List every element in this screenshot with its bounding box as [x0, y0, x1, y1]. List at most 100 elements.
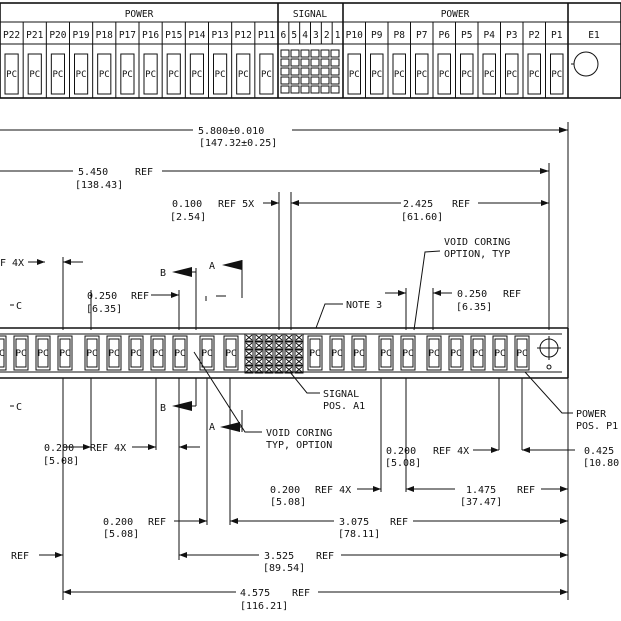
table-contact-p16: PC	[143, 53, 158, 95]
pin-label-p1: P1	[551, 30, 563, 41]
power-header-left: POWER	[125, 9, 154, 20]
table-contact-p4: PC	[482, 53, 496, 95]
svg-text:PC: PC	[60, 349, 71, 359]
signal-contact	[254, 341, 264, 350]
connector-contact: PC	[426, 335, 442, 371]
dim-1475-metric: [37.47]	[460, 497, 502, 508]
pin-label-p12: P12	[235, 30, 252, 41]
dim-5450-metric: [138.43]	[75, 180, 123, 191]
dim-0200-4x-mid-suffix: REF 4X	[315, 485, 351, 496]
dim-2425-suffix: REF	[452, 199, 470, 210]
svg-text:PC: PC	[238, 70, 249, 80]
power-pos-line2: POS. P1	[576, 421, 618, 432]
dimension-labels: 5.800±0.010 [147.32±0.25] 5.450 REF [138…	[0, 126, 619, 612]
dim-0200-4x-mid-metric: [5.08]	[270, 497, 306, 508]
signal-contact	[274, 357, 284, 366]
signal-contact	[284, 365, 294, 374]
svg-text:PC: PC	[439, 70, 450, 80]
dim-0200-4x-left-suffix: REF 4X	[90, 443, 126, 454]
dim-0100-value: 0.100	[172, 199, 202, 210]
table-contact-p15: PC	[166, 53, 181, 95]
pin-label-p8: P8	[394, 30, 406, 41]
pin-label-p19: P19	[72, 30, 89, 41]
dim-3075-value: 3.075	[339, 517, 369, 528]
svg-text:PC: PC	[145, 70, 156, 80]
connector-contact: PC	[492, 335, 508, 371]
connector-contact: PC	[106, 335, 122, 371]
svg-text:PC: PC	[153, 349, 164, 359]
svg-text:PC: PC	[191, 70, 202, 80]
signal-contact	[254, 365, 264, 374]
section-b-bottom: B	[160, 403, 166, 414]
svg-text:PC: PC	[394, 70, 405, 80]
dim-5450-suffix: REF	[135, 167, 153, 178]
svg-text:PC: PC	[52, 70, 63, 80]
dim-0425-metric: [10.80	[583, 458, 619, 469]
pin-label-p10: P10	[346, 30, 363, 41]
table-contact-p1: PC	[550, 53, 564, 95]
svg-text:PC: PC	[29, 70, 40, 80]
signal-contact	[244, 365, 254, 374]
table-contact-p3: PC	[505, 53, 519, 95]
dimension-lines	[0, 122, 575, 600]
connector-contact: PC	[223, 335, 239, 371]
signal-contact	[244, 349, 254, 358]
signal-contact	[284, 349, 294, 358]
table-contact-p11: PC	[259, 53, 274, 95]
connector-contact: PC	[150, 335, 166, 371]
pin-label-p3: P3	[506, 30, 517, 41]
note-3: NOTE 3	[346, 300, 382, 311]
connector-contact: PC	[57, 335, 73, 371]
dim-0250-left-suffix: REF	[131, 291, 149, 302]
signal-contact	[294, 365, 304, 374]
void-coring-typ-line1: VOID CORING	[266, 428, 332, 439]
dim-0200-ref-suffix: REF	[148, 517, 166, 528]
svg-text:PC: PC	[451, 349, 462, 359]
signal-pos-line1: SIGNAL	[323, 389, 359, 400]
svg-text:PC: PC	[6, 70, 17, 80]
svg-text:PC: PC	[461, 70, 472, 80]
signal-contact	[274, 333, 284, 342]
dim-0250-right-suffix: REF	[503, 289, 521, 300]
connector-contact: PC	[35, 335, 51, 371]
table-contact-p22: PC	[4, 53, 19, 95]
svg-text:PC: PC	[332, 349, 343, 359]
pin-label-p11: P11	[258, 30, 275, 41]
svg-text:PC: PC	[484, 70, 495, 80]
signal-contact	[294, 341, 304, 350]
signal-contact	[254, 349, 264, 358]
svg-text:PC: PC	[429, 349, 440, 359]
signal-contact	[284, 341, 294, 350]
signal-contact	[274, 341, 284, 350]
svg-text:PC: PC	[261, 70, 272, 80]
pin-label-p5: P5	[461, 30, 472, 41]
signal-pin-2: 2	[324, 30, 330, 41]
section-a-top: A	[209, 261, 215, 272]
signal-pin-5: 5	[291, 30, 297, 41]
svg-text:PC: PC	[551, 70, 562, 80]
dim-3525-metric: [89.54]	[263, 563, 305, 574]
table-contact-p7: PC	[415, 53, 429, 95]
svg-text:PC: PC	[0, 349, 4, 359]
dim-overall-metric: [147.32±0.25]	[199, 138, 277, 149]
dim-0200-4x-right-suffix: REF 4X	[433, 446, 469, 457]
dim-1475-suffix: REF	[517, 485, 535, 496]
svg-text:PC: PC	[122, 70, 133, 80]
signal-contact	[254, 333, 264, 342]
pin-label-p17: P17	[119, 30, 136, 41]
dim-3075-suffix: REF	[390, 517, 408, 528]
connector-contact: PC	[514, 335, 530, 371]
svg-text:PC: PC	[175, 349, 186, 359]
table-contact-p21: PC	[27, 53, 42, 95]
svg-text:PC: PC	[371, 70, 382, 80]
svg-text:PC: PC	[131, 349, 142, 359]
connector-contact: PC	[400, 335, 416, 371]
signal-header: SIGNAL	[293, 9, 328, 20]
connector-contact: PC	[84, 335, 100, 371]
dim-0200-4x-mid-value: 0.200	[270, 485, 300, 496]
table-contact-p13: PC	[213, 53, 228, 95]
dim-left-4x: F 4X	[0, 258, 24, 269]
connector-body: PCPCPCPCPCPCPCPCPCPCPCPCPCPCPCPCPCPCPCPC…	[0, 327, 569, 379]
connector-contact: PC	[378, 335, 394, 371]
